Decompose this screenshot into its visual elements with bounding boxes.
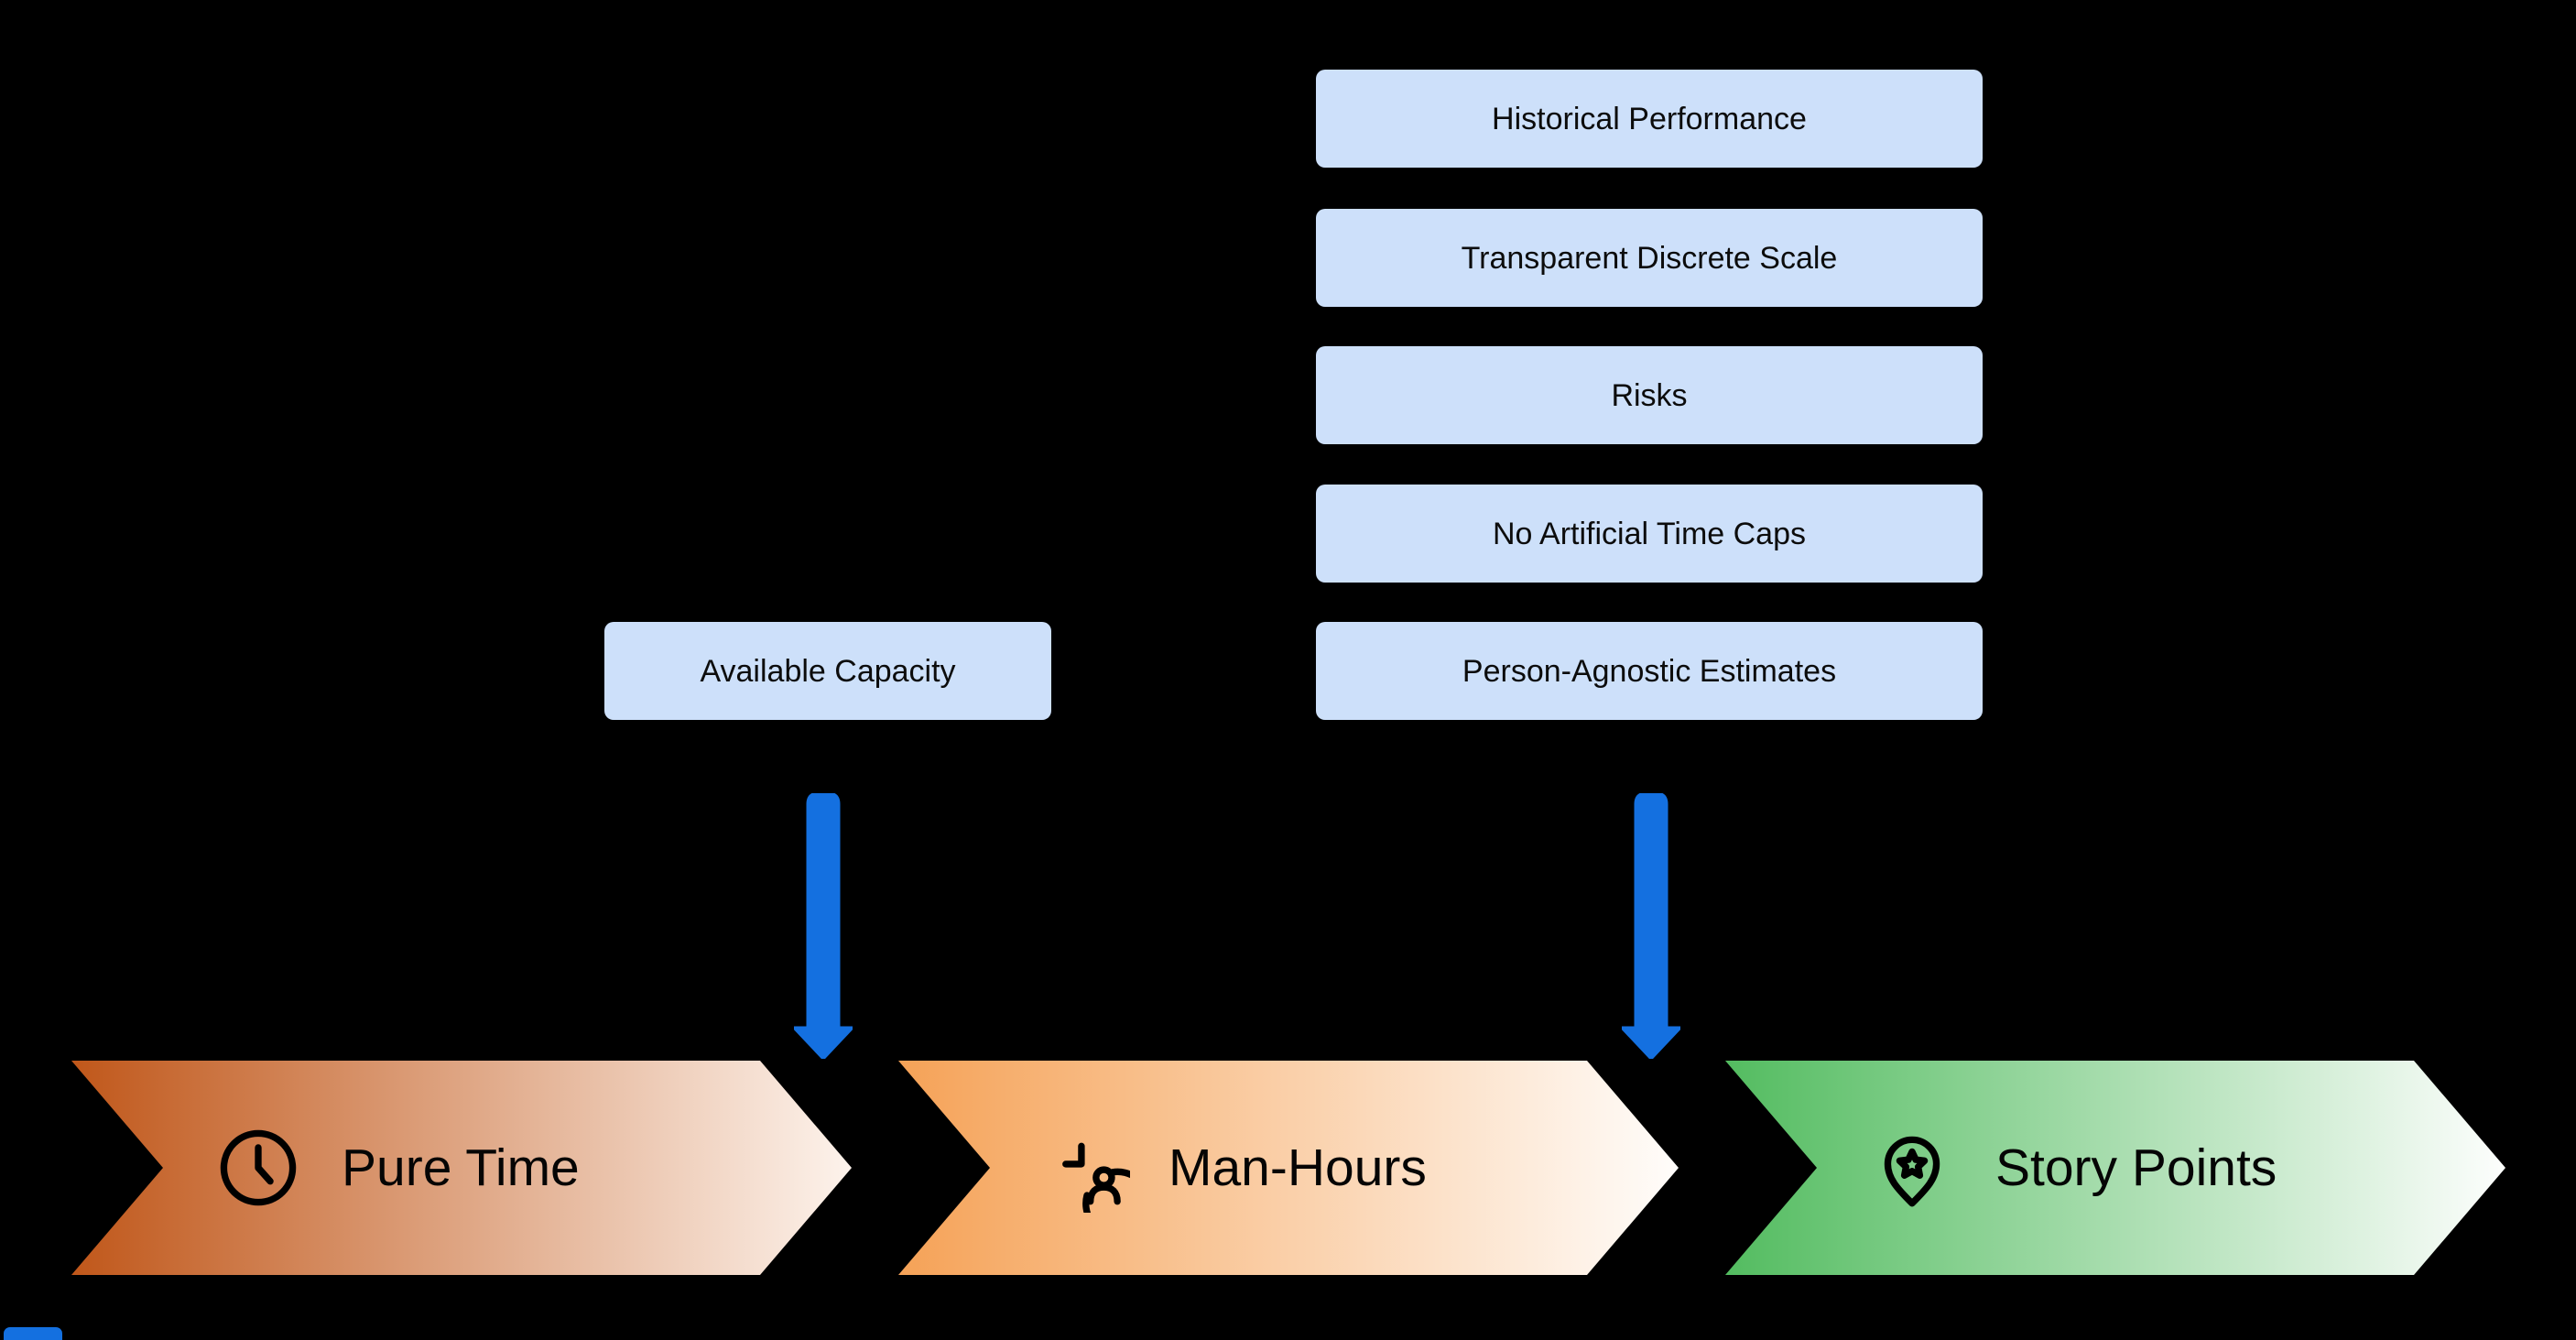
capacity-box-label: Available Capacity — [700, 653, 956, 689]
benefit-box-label: Historical Performance — [1492, 101, 1807, 136]
benefit-box-label: Transparent Discrete Scale — [1461, 240, 1838, 276]
benefit-box-transparent-discrete-scale: Transparent Discrete Scale — [1316, 209, 1983, 307]
clipped-blue-shape — [4, 1327, 62, 1340]
benefit-box-label: No Artificial Time Caps — [1493, 516, 1806, 551]
benefit-box-risks: Risks — [1316, 346, 1983, 444]
stage-label: Man-Hours — [1168, 1138, 1427, 1197]
capacity-box: Available Capacity — [604, 622, 1051, 720]
benefit-box-no-artificial-time-caps: No Artificial Time Caps — [1316, 485, 1983, 583]
clock-icon — [213, 1123, 303, 1213]
user-clock-icon — [1040, 1123, 1130, 1213]
benefit-box-person-agnostic-estimates: Person-Agnostic Estimates — [1316, 622, 1983, 720]
stage-chevron-story-points: Story Points — [1725, 1061, 2505, 1275]
map-pin-star-icon — [1867, 1123, 1957, 1213]
stage-label: Pure Time — [342, 1138, 580, 1197]
benefit-box-label: Person-Agnostic Estimates — [1462, 653, 1837, 689]
benefit-box-label: Risks — [1611, 377, 1688, 413]
down-arrow-icon — [1622, 793, 1680, 1059]
stage-chevron-pure-time: Pure Time — [71, 1061, 852, 1275]
stage-label: Story Points — [1995, 1138, 2277, 1197]
benefit-box-historical-performance: Historical Performance — [1316, 70, 1983, 168]
stage-chevron-man-hours: Man-Hours — [898, 1061, 1679, 1275]
down-arrow-icon — [794, 793, 853, 1059]
